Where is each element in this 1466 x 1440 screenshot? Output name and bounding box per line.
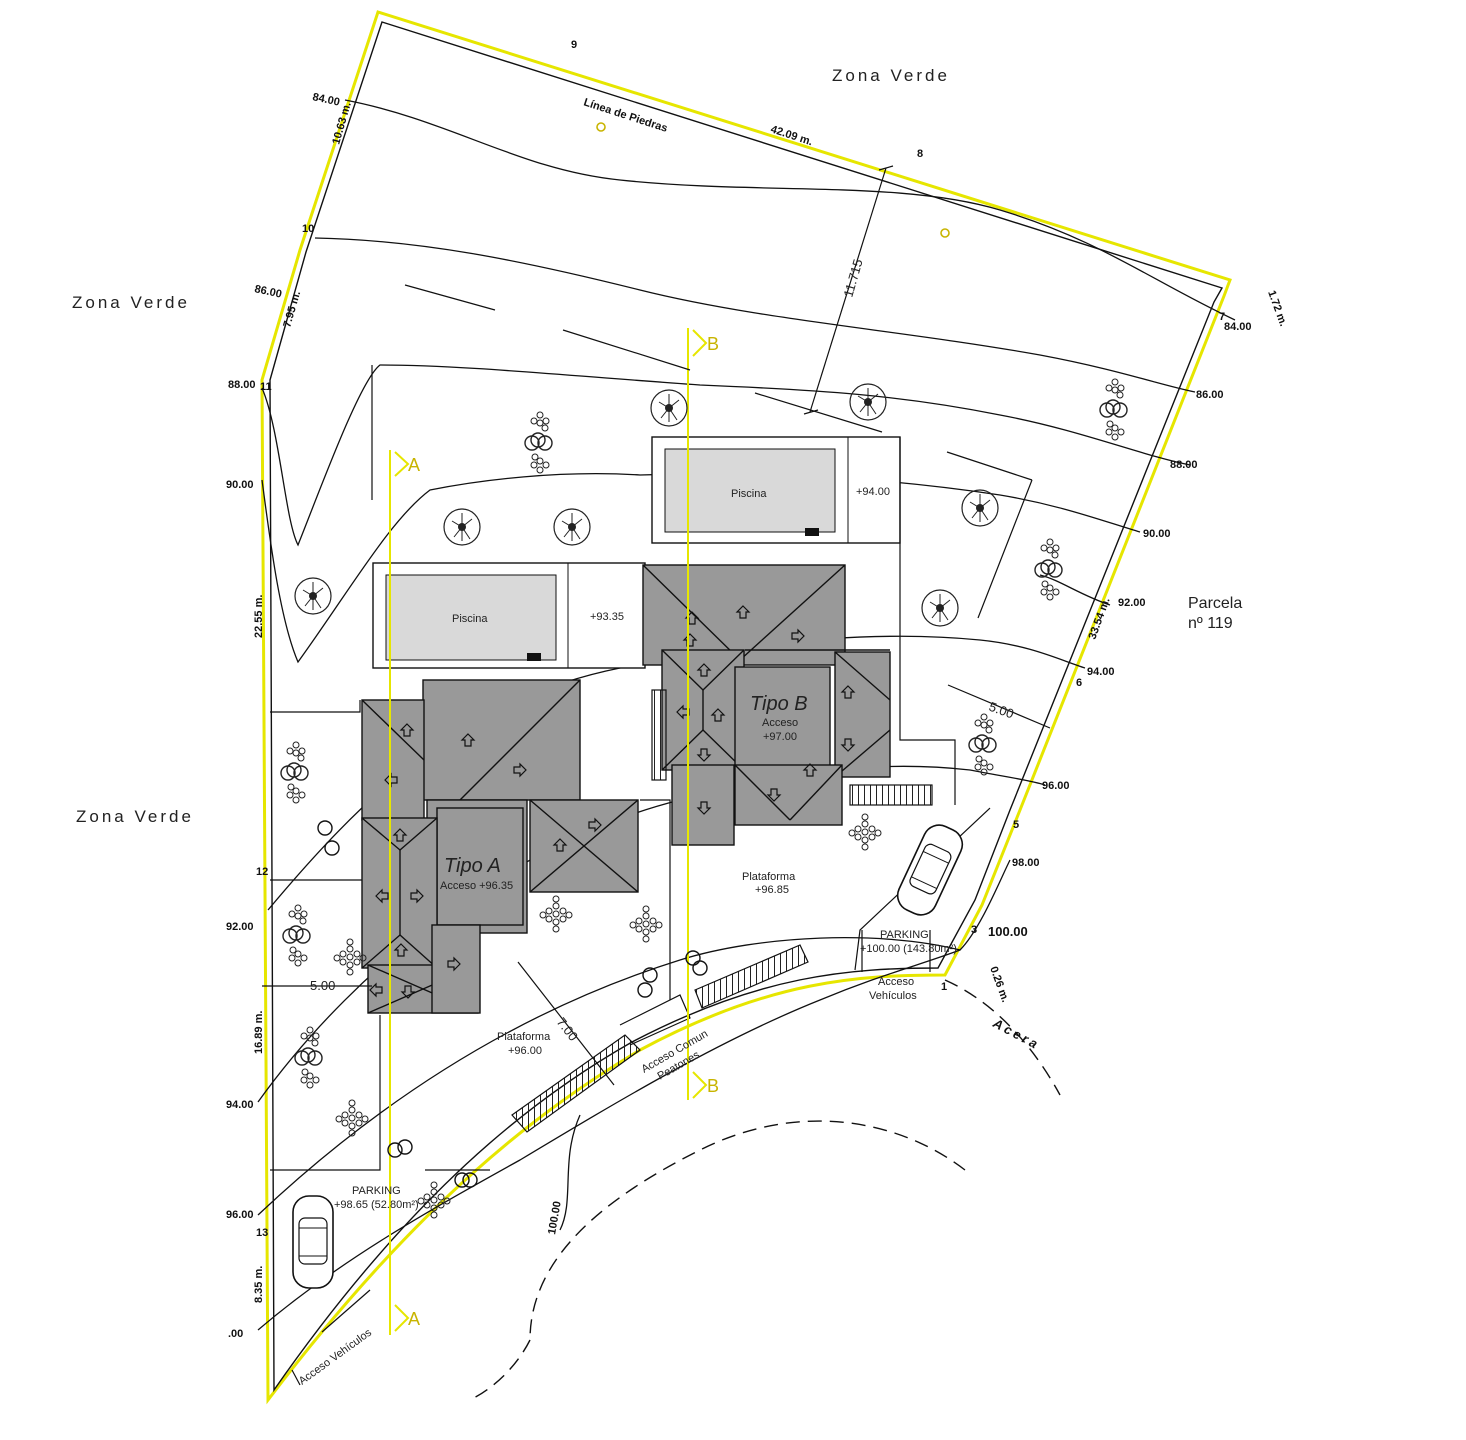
construction-lines xyxy=(371,284,1033,619)
car-right xyxy=(891,819,969,921)
parking-right-detail: +100.00 (143.80m²) xyxy=(860,943,957,955)
vertex-3: 3 xyxy=(971,924,977,936)
contour-right-86: 86.00 xyxy=(1196,389,1224,401)
parcela-119: Parcela nº 119 xyxy=(1188,594,1242,634)
plataforma-left-label: Plataforma xyxy=(497,1031,551,1043)
contour-left-last: .00 xyxy=(228,1328,243,1340)
acceso-vehiculos-right-1: Acceso xyxy=(878,976,914,988)
vertex-10: 10 xyxy=(302,223,314,235)
building-tipo-a xyxy=(361,679,639,1014)
acera-label: Acera xyxy=(990,1015,1043,1053)
contour-left-88: 88.00 xyxy=(228,379,256,391)
section-a-bottom-label: A xyxy=(408,1309,420,1329)
section-b-bottom-label: B xyxy=(707,1076,719,1096)
pool-lower-label: Piscina xyxy=(452,613,488,625)
zona-verde-left-lower: Zona Verde xyxy=(76,807,194,826)
small-circles xyxy=(317,820,708,1188)
contour-left-84: 84.00 xyxy=(311,91,340,108)
contour-right-88: 88.00 xyxy=(1170,459,1198,471)
boundary-left-seg-3: 22.55 m. xyxy=(253,595,265,638)
zona-verde-left-upper: Zona Verde xyxy=(72,293,190,312)
dimension-lines xyxy=(262,165,1051,1086)
car-left xyxy=(292,1195,334,1289)
vertex-9: 9 xyxy=(571,39,577,51)
boundary-right-seg-2: 33.54 m. xyxy=(1087,596,1113,641)
dim-11715: 11.715 xyxy=(840,257,865,298)
section-b-top-label: B xyxy=(707,334,719,354)
contour-lines xyxy=(257,99,1236,1331)
boundary-right-seg-1: 1.72 m. xyxy=(1265,289,1289,328)
contour-right-92: 92.00 xyxy=(1118,597,1146,609)
section-a-top-label: A xyxy=(408,455,420,475)
parcela-number: nº 119 xyxy=(1188,615,1233,632)
vertex-7: 7 xyxy=(1219,311,1225,323)
boundary-right-seg-3: 0.26 m. xyxy=(987,965,1011,1004)
acceso-vehiculos-right-2: Vehículos xyxy=(869,990,917,1002)
pool-lower-level: +93.35 xyxy=(590,611,624,623)
contour-left-86: 86.00 xyxy=(253,283,282,300)
vertex-11: 11 xyxy=(260,381,272,393)
tipo-a-access: Acceso +96.35 xyxy=(440,880,513,892)
pool-upper-label: Piscina xyxy=(731,488,767,500)
contour-bottom-100: 100.00 xyxy=(546,1200,564,1235)
vertex-8: 8 xyxy=(917,148,923,160)
building-tipo-b xyxy=(642,564,891,846)
parking-left-detail: +98.65 (52.80m²) xyxy=(334,1199,419,1211)
boundary-left-seg-2: 7.95 m. xyxy=(281,290,303,329)
pool-area-lower xyxy=(372,562,646,669)
plataforma-left-level: +96.00 xyxy=(508,1045,542,1057)
contour-left-92: 92.00 xyxy=(226,921,254,933)
vertex-13: 13 xyxy=(256,1227,268,1239)
contour-right-98: 98.00 xyxy=(1012,857,1040,869)
linea-piedras-label: Línea de Piedras xyxy=(582,96,669,134)
boundary-left-seg-5: 8.35 m. xyxy=(253,1266,265,1303)
acceso-vehiculos-left: Acceso Vehículos xyxy=(297,1326,375,1387)
contour-right-96: 96.00 xyxy=(1042,780,1070,792)
pool-upper-level: +94.00 xyxy=(856,486,890,498)
access-paths xyxy=(291,930,931,1386)
vertex-12: 12 xyxy=(256,866,268,878)
plataforma-right-level: +96.85 xyxy=(755,884,789,896)
boundary-left-seg-4: 16.89 m. xyxy=(253,1011,265,1054)
tipo-b-title: Tipo B xyxy=(750,693,808,715)
parking-right-label: PARKING xyxy=(880,929,929,941)
contour-right-90: 90.00 xyxy=(1143,528,1171,540)
contour-left-96: 96.00 xyxy=(226,1209,254,1221)
vertex-1: 1 xyxy=(941,981,947,993)
parcela-label: Parcela xyxy=(1188,595,1243,612)
zona-verde-top: Zona Verde xyxy=(832,66,950,85)
section-lines: A A B B xyxy=(389,328,719,1335)
dim-500-left: 5.00 xyxy=(310,978,335,993)
vertex-6: 6 xyxy=(1076,677,1082,689)
contour-right-100: 100.00 xyxy=(988,924,1028,939)
tipo-b-access-level: +97.00 xyxy=(763,731,797,743)
contour-left-90: 90.00 xyxy=(226,479,254,491)
dim-700: 7.00 xyxy=(554,1015,581,1044)
contour-left-94: 94.00 xyxy=(226,1099,254,1111)
contour-right-84: 84.00 xyxy=(1224,321,1252,333)
contour-right-94: 94.00 xyxy=(1087,666,1115,678)
tipo-b-access-label: Acceso xyxy=(762,717,798,729)
parking-left-label: PARKING xyxy=(352,1185,401,1197)
road-edge xyxy=(469,979,1061,1401)
terrace-outlines xyxy=(270,437,991,1171)
tipo-a-title: Tipo A xyxy=(444,855,501,877)
pool-area-upper xyxy=(651,436,901,544)
dim-500-right: 5.00 xyxy=(987,699,1016,722)
plataforma-right-label: Plataforma xyxy=(742,871,796,883)
vertex-5: 5 xyxy=(1013,819,1019,831)
stairs xyxy=(511,689,933,1133)
boundary-top-length: 42.09 m. xyxy=(769,123,814,148)
